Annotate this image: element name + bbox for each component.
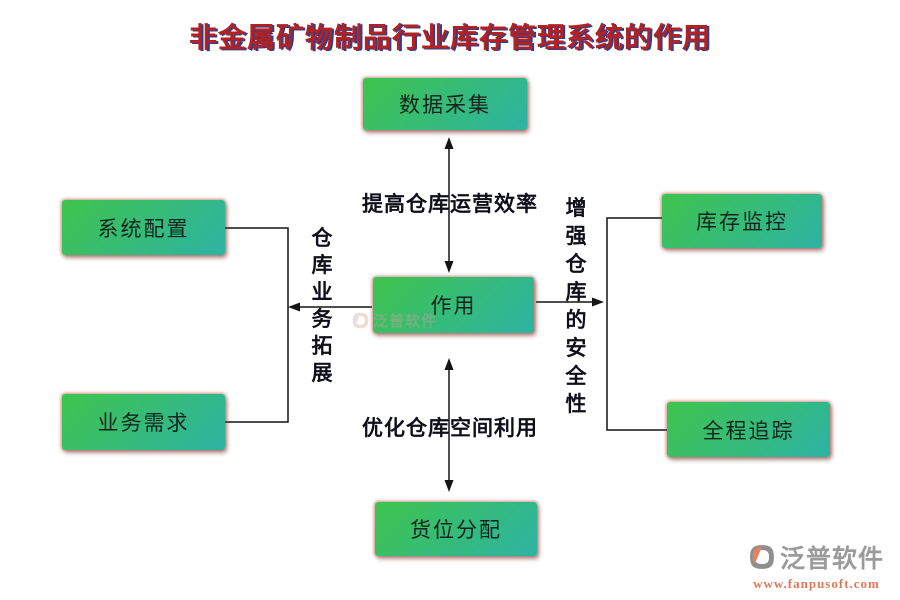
edge-label-safety: 增 强 仓 库 的 安 全 性: [565, 196, 587, 416]
arrowhead-up-icon: [444, 137, 454, 149]
arrowhead-down-icon: [444, 261, 454, 273]
arrowhead-right-icon: [592, 297, 604, 307]
fanpu-logo-icon: [750, 545, 774, 569]
node-role: 作用: [373, 277, 534, 333]
node-system-config: 系统配置: [62, 200, 225, 255]
node-inventory-monitor: 库存监控: [662, 194, 822, 248]
fanpu-logo-text: 泛普软件: [779, 545, 884, 573]
fanpu-logo-url: www.fanpusoft.com: [753, 576, 880, 591]
arrowhead-down-icon: [444, 480, 454, 492]
page-title: 非金属矿物制品行业库存管理系统的作用: [188, 23, 711, 54]
right-bracket: [606, 217, 667, 431]
fanpu-logo: 泛普软件 www.fanpusoft.com: [749, 539, 884, 592]
node-slot-allocation: 货位分配: [375, 502, 537, 556]
left-bracket: [225, 227, 289, 423]
node-full-tracking: 全程追踪: [667, 402, 830, 457]
arrowhead-left-icon: [288, 302, 300, 312]
edge-label-efficiency: 提高仓库运营效率: [362, 192, 538, 216]
arrowhead-up-icon: [444, 358, 454, 370]
edge-label-business-expansion: 仓 库 业 务 拓 展: [311, 226, 333, 385]
node-data-collection: 数据采集: [363, 78, 527, 130]
edge-label-space-utilization: 优化仓库空间利用: [362, 416, 538, 440]
node-business-demand: 业务需求: [62, 394, 225, 450]
